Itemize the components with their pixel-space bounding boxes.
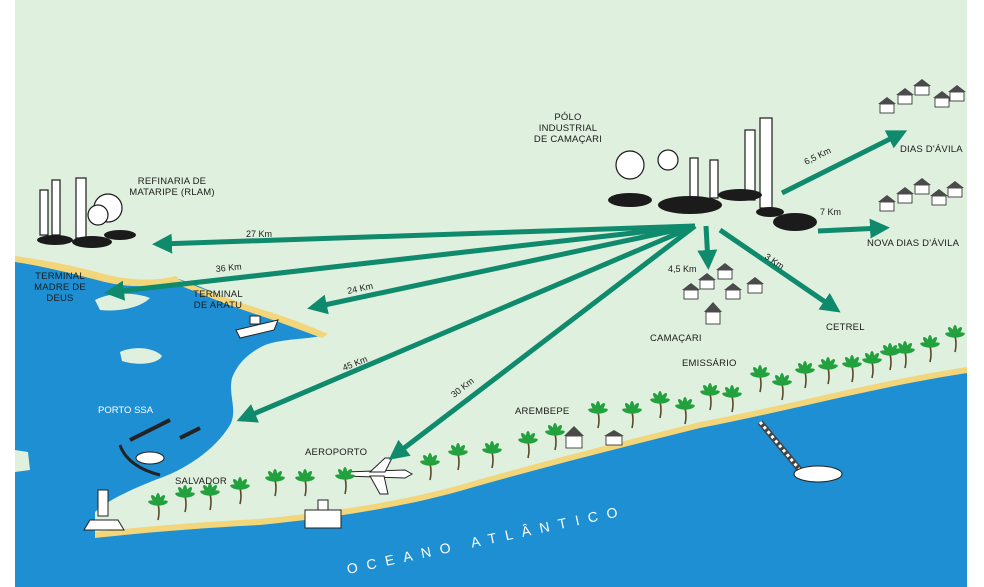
palm-tree-icon bbox=[842, 355, 862, 383]
distance-refinaria: 27 Km bbox=[246, 229, 272, 239]
dias-davila-houses-icon bbox=[878, 79, 966, 114]
palm-tree-icon bbox=[700, 383, 720, 411]
arrow-to-camacari bbox=[697, 225, 718, 270]
label-cetrel: CETREL bbox=[826, 322, 865, 333]
ship-icon bbox=[235, 315, 279, 339]
arrow-to-madre-deus bbox=[104, 223, 696, 301]
palm-tree-icon bbox=[772, 373, 792, 401]
distance-arrows bbox=[104, 130, 908, 460]
distance-nova-dias-davila: 7 Km bbox=[820, 207, 841, 217]
airplane-icon bbox=[344, 457, 414, 495]
refinery-plant-icon bbox=[37, 177, 136, 248]
palm-tree-icon bbox=[230, 477, 250, 505]
camacari-houses-icon bbox=[682, 263, 764, 325]
arrow-to-nova-dias-davila bbox=[817, 218, 890, 239]
palm-trees bbox=[148, 325, 965, 521]
industrial-complex-icon bbox=[608, 117, 817, 231]
palm-tree-icon bbox=[545, 423, 565, 451]
label-emissario: EMISSÁRIO bbox=[682, 358, 737, 369]
palm-tree-icon bbox=[175, 485, 195, 513]
palm-tree-icon bbox=[895, 341, 915, 369]
distance-camacari: 4,5 Km bbox=[668, 264, 697, 274]
arrow-to-aratu bbox=[307, 223, 696, 315]
lighthouse-icon bbox=[83, 489, 125, 531]
arembepe-houses-icon bbox=[564, 426, 624, 449]
label-camacari: CAMAÇARI bbox=[650, 333, 702, 344]
arrow-to-refinaria bbox=[152, 223, 696, 254]
palm-tree-icon bbox=[448, 443, 468, 471]
emissario-pipeline-icon bbox=[757, 420, 843, 483]
label-arembepe: AREMBEPE bbox=[515, 406, 569, 417]
sea bbox=[15, 258, 967, 587]
fort-icon bbox=[304, 499, 342, 529]
palm-tree-icon bbox=[795, 361, 815, 389]
palm-tree-icon bbox=[622, 401, 642, 429]
palm-tree-icon bbox=[200, 483, 220, 511]
palm-tree-icon bbox=[482, 441, 502, 469]
palm-tree-icon bbox=[675, 397, 695, 425]
distance-madre-deus: 36 Km bbox=[215, 261, 242, 274]
palm-tree-icon bbox=[420, 453, 440, 481]
palm-tree-icon bbox=[295, 469, 315, 497]
label-salvador: SALVADOR bbox=[175, 476, 227, 487]
beach bbox=[15, 256, 967, 538]
palm-tree-icon bbox=[920, 335, 940, 363]
palm-tree-icon bbox=[750, 365, 770, 393]
port-structures-icon bbox=[118, 418, 201, 477]
palm-tree-icon bbox=[588, 401, 608, 429]
palm-tree-icon bbox=[518, 431, 538, 459]
palm-tree-icon bbox=[880, 343, 900, 371]
palm-tree-icon bbox=[722, 385, 742, 413]
label-aeroporto: AEROPORTO bbox=[305, 447, 367, 458]
label-porto-ssa: PORTO SSA bbox=[98, 405, 154, 416]
nova-dias-davila-houses-icon bbox=[878, 178, 964, 212]
arrow-to-aeroporto bbox=[388, 224, 697, 460]
arrow-to-cetrel bbox=[718, 227, 841, 313]
palm-tree-icon bbox=[862, 351, 882, 379]
label-dias-davila: DIAS D'ÁVILA bbox=[900, 144, 963, 155]
palm-tree-icon bbox=[945, 325, 965, 353]
label-nova-dias-davila: NOVA DIAS D'ÁVILA bbox=[867, 238, 960, 249]
palm-tree-icon bbox=[148, 493, 168, 521]
palm-tree-icon bbox=[650, 391, 670, 419]
palm-tree-icon bbox=[265, 469, 285, 497]
arrow-to-salvador bbox=[236, 223, 696, 423]
palm-tree-icon bbox=[335, 467, 355, 495]
palm-tree-icon bbox=[818, 357, 838, 385]
arrow-to-dias-davila bbox=[780, 130, 908, 196]
